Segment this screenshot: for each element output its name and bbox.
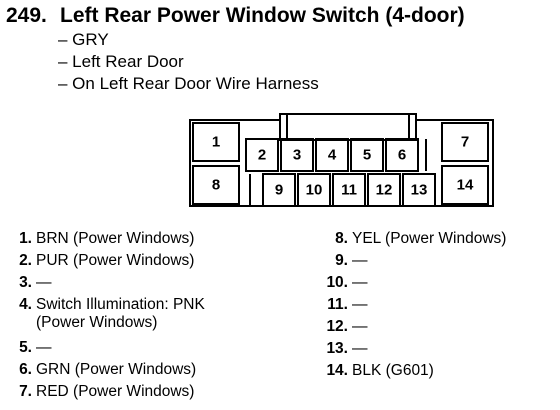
pinout-item: 10.— (326, 274, 368, 291)
pinout-item: 14.BLK (G601) (326, 362, 434, 379)
diagram-title-text: Left Rear Power Window Switch (4-door) (60, 4, 465, 27)
pinout-item: 12.— (326, 318, 368, 335)
pin-label-4: 4 (328, 147, 337, 164)
connector-harness: – On Left Rear Door Wire Harness (58, 74, 319, 93)
pinout-item: 3.— (19, 274, 52, 291)
pin-label-11: 11 (341, 182, 357, 199)
terminal-9 (262, 173, 296, 207)
pin-label-3: 3 (293, 147, 301, 164)
pinout-item: 5.— (19, 339, 52, 356)
diagram-title: 249. Left Rear Power Window Switch (4-doo… (6, 4, 465, 28)
pin-label-2: 2 (258, 147, 266, 164)
pin-label-14: 14 (457, 177, 474, 194)
pin-label-5: 5 (363, 147, 371, 164)
pin-label-8: 8 (212, 177, 220, 194)
terminal-5 (350, 138, 384, 172)
pin-label-1: 1 (212, 134, 220, 151)
terminal-11 (332, 173, 366, 207)
pinout-item: 8.YEL (Power Windows) (335, 230, 507, 247)
pin-label-7: 7 (461, 134, 469, 151)
pinout-item: 9.— (335, 252, 368, 269)
pin-label-13: 13 (411, 182, 428, 199)
terminal-12 (367, 173, 401, 207)
pinout-item: 13.— (326, 340, 368, 357)
pinout-item: 1.BRN (Power Windows) (19, 230, 195, 247)
terminal-4 (315, 138, 349, 172)
terminal-14 (441, 165, 489, 205)
pin-label-10: 10 (306, 182, 323, 199)
pinout-item: 6.GRN (Power Windows) (19, 361, 197, 378)
pin-label-6: 6 (398, 147, 406, 164)
pinout-item: 7.RED (Power Windows) (19, 383, 195, 400)
terminal-7 (441, 122, 489, 162)
terminal-6 (385, 138, 419, 172)
terminal-8 (192, 165, 240, 205)
diagram-number: 249. (6, 4, 47, 27)
pin-label-9: 9 (275, 182, 283, 199)
connector-latch-inner (286, 113, 410, 141)
terminal-13 (402, 173, 436, 207)
terminal-10 (297, 173, 331, 207)
terminal-1 (192, 122, 240, 162)
terminal-2 (245, 138, 279, 172)
pinout-item: 2.PUR (Power Windows) (19, 252, 195, 269)
pin-label-12: 12 (376, 182, 393, 199)
pinout-item: 4.Switch Illumination: PNK (Power Window… (19, 296, 205, 331)
terminal-3 (280, 138, 314, 172)
pinout-item: 11.— (327, 296, 368, 313)
connector-location: – Left Rear Door (58, 52, 184, 71)
connector-color: – GRY (58, 30, 109, 49)
